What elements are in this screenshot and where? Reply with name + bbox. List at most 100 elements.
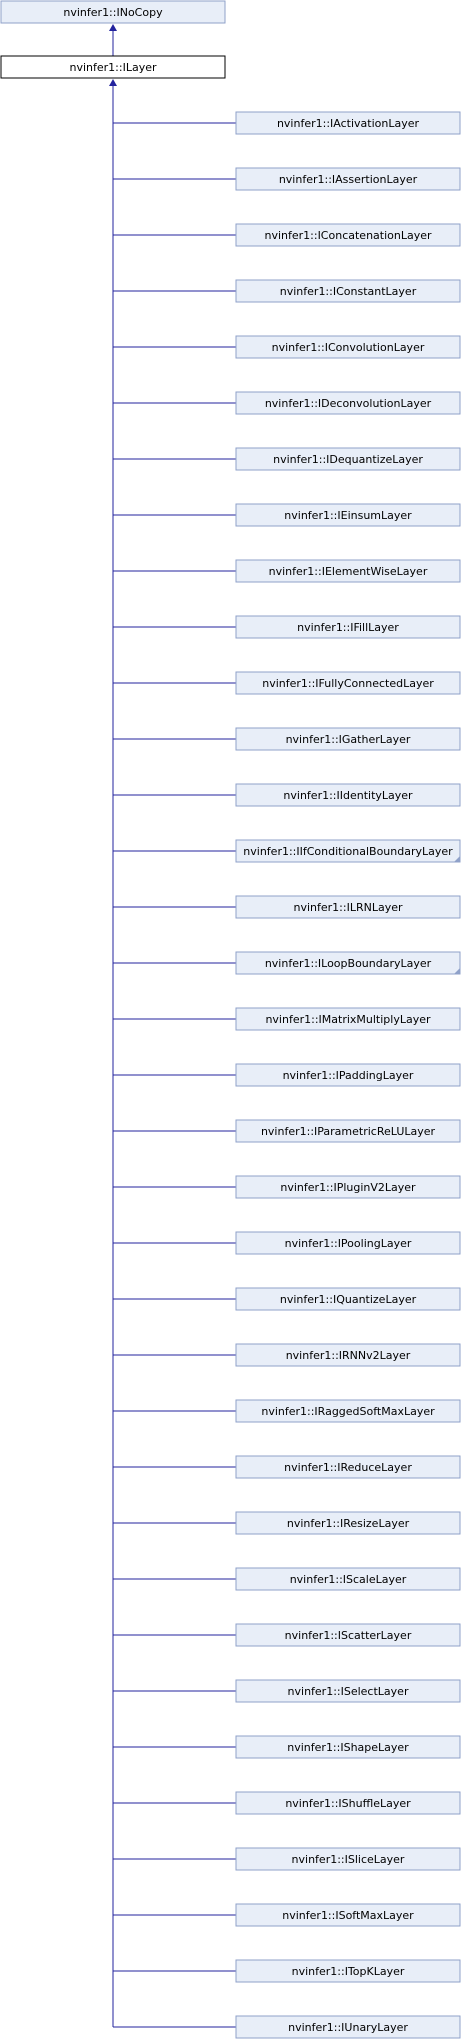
derived-class-box[interactable]	[235, 1063, 461, 1087]
derived-class-node[interactable]: nvinfer1::IEinsumLayer	[235, 503, 461, 527]
derived-class-box[interactable]	[235, 951, 461, 975]
derived-class-box[interactable]	[235, 1287, 461, 1311]
current-class-node: nvinfer1::ILayer	[0, 55, 226, 79]
arrowhead-current	[109, 79, 117, 86]
derived-class-box[interactable]	[235, 335, 461, 359]
current-class-label: nvinfer1::ILayer	[70, 61, 157, 74]
derived-class-node[interactable]: nvinfer1::IDequantizeLayer	[235, 447, 461, 471]
derived-class-box[interactable]	[235, 615, 461, 639]
derived-class-node[interactable]: nvinfer1::ISelectLayer	[235, 1679, 461, 1703]
derived-class-label: nvinfer1::IConvolutionLayer	[272, 341, 425, 354]
derived-class-box[interactable]	[235, 783, 461, 807]
derived-class-box[interactable]	[235, 1511, 461, 1535]
derived-class-label: nvinfer1::IReduceLayer	[284, 1461, 412, 1474]
derived-class-node[interactable]: nvinfer1::IRNNv2Layer	[235, 1343, 461, 1367]
derived-class-label: nvinfer1::IRNNv2Layer	[286, 1349, 411, 1362]
derived-class-label: nvinfer1::IGatherLayer	[286, 733, 411, 746]
derived-class-label: nvinfer1::IElementWiseLayer	[269, 565, 428, 578]
derived-class-node[interactable]: nvinfer1::IConvolutionLayer	[235, 335, 461, 359]
derived-class-node[interactable]: nvinfer1::IShapeLayer	[235, 1735, 461, 1759]
derived-class-label: nvinfer1::IResizeLayer	[287, 1517, 410, 1530]
derived-class-node[interactable]: nvinfer1::IQuantizeLayer	[235, 1287, 461, 1311]
derived-class-node[interactable]: nvinfer1::IShuffleLayer	[235, 1791, 461, 1815]
derived-class-node[interactable]: nvinfer1::IAssertionLayer	[235, 167, 461, 191]
derived-class-node[interactable]: nvinfer1::IDeconvolutionLayer	[235, 391, 461, 415]
derived-class-box[interactable]	[235, 1119, 461, 1143]
derived-class-box[interactable]	[235, 1847, 461, 1871]
derived-class-label: nvinfer1::IIdentityLayer	[283, 789, 413, 802]
derived-class-node[interactable]: nvinfer1::IScatterLayer	[235, 1623, 461, 1647]
derived-class-box[interactable]	[235, 223, 461, 247]
derived-class-node[interactable]: nvinfer1::IPluginV2Layer	[235, 1175, 461, 1199]
derived-class-node[interactable]: nvinfer1::IRaggedSoftMaxLayer	[235, 1399, 461, 1423]
derived-class-node[interactable]: nvinfer1::ILRNLayer	[235, 895, 461, 919]
base-class-node[interactable]: nvinfer1::INoCopy	[0, 0, 226, 24]
derived-class-box[interactable]	[235, 1231, 461, 1255]
derived-class-label: nvinfer1::IFullyConnectedLayer	[262, 677, 434, 690]
derived-class-box[interactable]	[235, 447, 461, 471]
derived-class-label: nvinfer1::ISelectLayer	[288, 1685, 409, 1698]
derived-class-node[interactable]: nvinfer1::ISoftMaxLayer	[235, 1903, 461, 1927]
derived-class-node[interactable]: nvinfer1::IMatrixMultiplyLayer	[235, 1007, 461, 1031]
derived-class-node[interactable]: nvinfer1::IPoolingLayer	[235, 1231, 461, 1255]
derived-class-node[interactable]: nvinfer1::IPaddingLayer	[235, 1063, 461, 1087]
derived-class-node[interactable]: nvinfer1::IUnaryLayer	[235, 2015, 461, 2039]
collapsed-indicator-icon	[454, 968, 460, 974]
derived-class-node[interactable]: nvinfer1::IFullyConnectedLayer	[235, 671, 461, 695]
derived-class-node[interactable]: nvinfer1::ILoopBoundaryLayer	[235, 951, 461, 975]
derived-class-label: nvinfer1::ISliceLayer	[292, 1853, 405, 1866]
derived-class-box[interactable]	[235, 503, 461, 527]
derived-class-label: nvinfer1::IShapeLayer	[287, 1741, 409, 1754]
derived-class-box[interactable]	[235, 1959, 461, 1983]
derived-classes: nvinfer1::IActivationLayernvinfer1::IAss…	[113, 111, 461, 2039]
derived-class-box[interactable]	[235, 1399, 461, 1423]
derived-class-box[interactable]	[235, 839, 461, 863]
derived-class-node[interactable]: nvinfer1::IResizeLayer	[235, 1511, 461, 1535]
derived-class-box[interactable]	[235, 1007, 461, 1031]
derived-class-node[interactable]: nvinfer1::IIdentityLayer	[235, 783, 461, 807]
derived-class-label: nvinfer1::IDeconvolutionLayer	[265, 397, 432, 410]
arrowhead-base	[109, 24, 117, 31]
derived-class-label: nvinfer1::IActivationLayer	[277, 117, 420, 130]
derived-class-node[interactable]: nvinfer1::IActivationLayer	[235, 111, 461, 135]
derived-class-box[interactable]	[235, 559, 461, 583]
derived-class-box[interactable]	[235, 895, 461, 919]
derived-class-node[interactable]: nvinfer1::IIfConditionalBoundaryLayer	[235, 839, 461, 863]
derived-class-node[interactable]: nvinfer1::ISliceLayer	[235, 1847, 461, 1871]
derived-class-box[interactable]	[235, 671, 461, 695]
derived-class-label: nvinfer1::ILRNLayer	[294, 901, 403, 914]
derived-class-box[interactable]	[235, 1623, 461, 1647]
derived-class-box[interactable]	[235, 1903, 461, 1927]
derived-class-box[interactable]	[235, 1791, 461, 1815]
derived-class-label: nvinfer1::ILoopBoundaryLayer	[265, 957, 432, 970]
derived-class-box[interactable]	[235, 2015, 461, 2039]
derived-class-label: nvinfer1::IParametricReLULayer	[261, 1125, 436, 1138]
derived-class-box[interactable]	[235, 1735, 461, 1759]
derived-class-node[interactable]: nvinfer1::IFillLayer	[235, 615, 461, 639]
derived-class-box[interactable]	[235, 727, 461, 751]
derived-class-box[interactable]	[235, 1567, 461, 1591]
derived-class-node[interactable]: nvinfer1::IScaleLayer	[235, 1567, 461, 1591]
derived-class-node[interactable]: nvinfer1::IParametricReLULayer	[235, 1119, 461, 1143]
derived-class-box[interactable]	[235, 1175, 461, 1199]
derived-class-label: nvinfer1::IMatrixMultiplyLayer	[265, 1013, 431, 1026]
derived-class-label: nvinfer1::IRaggedSoftMaxLayer	[261, 1405, 435, 1418]
derived-class-box[interactable]	[235, 1455, 461, 1479]
derived-class-label: nvinfer1::IScatterLayer	[285, 1629, 412, 1642]
derived-class-box[interactable]	[235, 391, 461, 415]
derived-class-node[interactable]: nvinfer1::IReduceLayer	[235, 1455, 461, 1479]
derived-class-box[interactable]	[235, 279, 461, 303]
derived-class-node[interactable]: nvinfer1::IElementWiseLayer	[235, 559, 461, 583]
derived-class-label: nvinfer1::ISoftMaxLayer	[282, 1909, 414, 1922]
derived-class-box[interactable]	[235, 1679, 461, 1703]
derived-class-node[interactable]: nvinfer1::IConstantLayer	[235, 279, 461, 303]
derived-class-box[interactable]	[235, 1343, 461, 1367]
derived-class-box[interactable]	[235, 111, 461, 135]
derived-class-node[interactable]: nvinfer1::IConcatenationLayer	[235, 223, 461, 247]
derived-class-node[interactable]: nvinfer1::ITopKLayer	[235, 1959, 461, 1983]
derived-class-label: nvinfer1::IIfConditionalBoundaryLayer	[243, 845, 453, 858]
derived-class-box[interactable]	[235, 167, 461, 191]
derived-class-label: nvinfer1::IEinsumLayer	[284, 509, 412, 522]
derived-class-node[interactable]: nvinfer1::IGatherLayer	[235, 727, 461, 751]
